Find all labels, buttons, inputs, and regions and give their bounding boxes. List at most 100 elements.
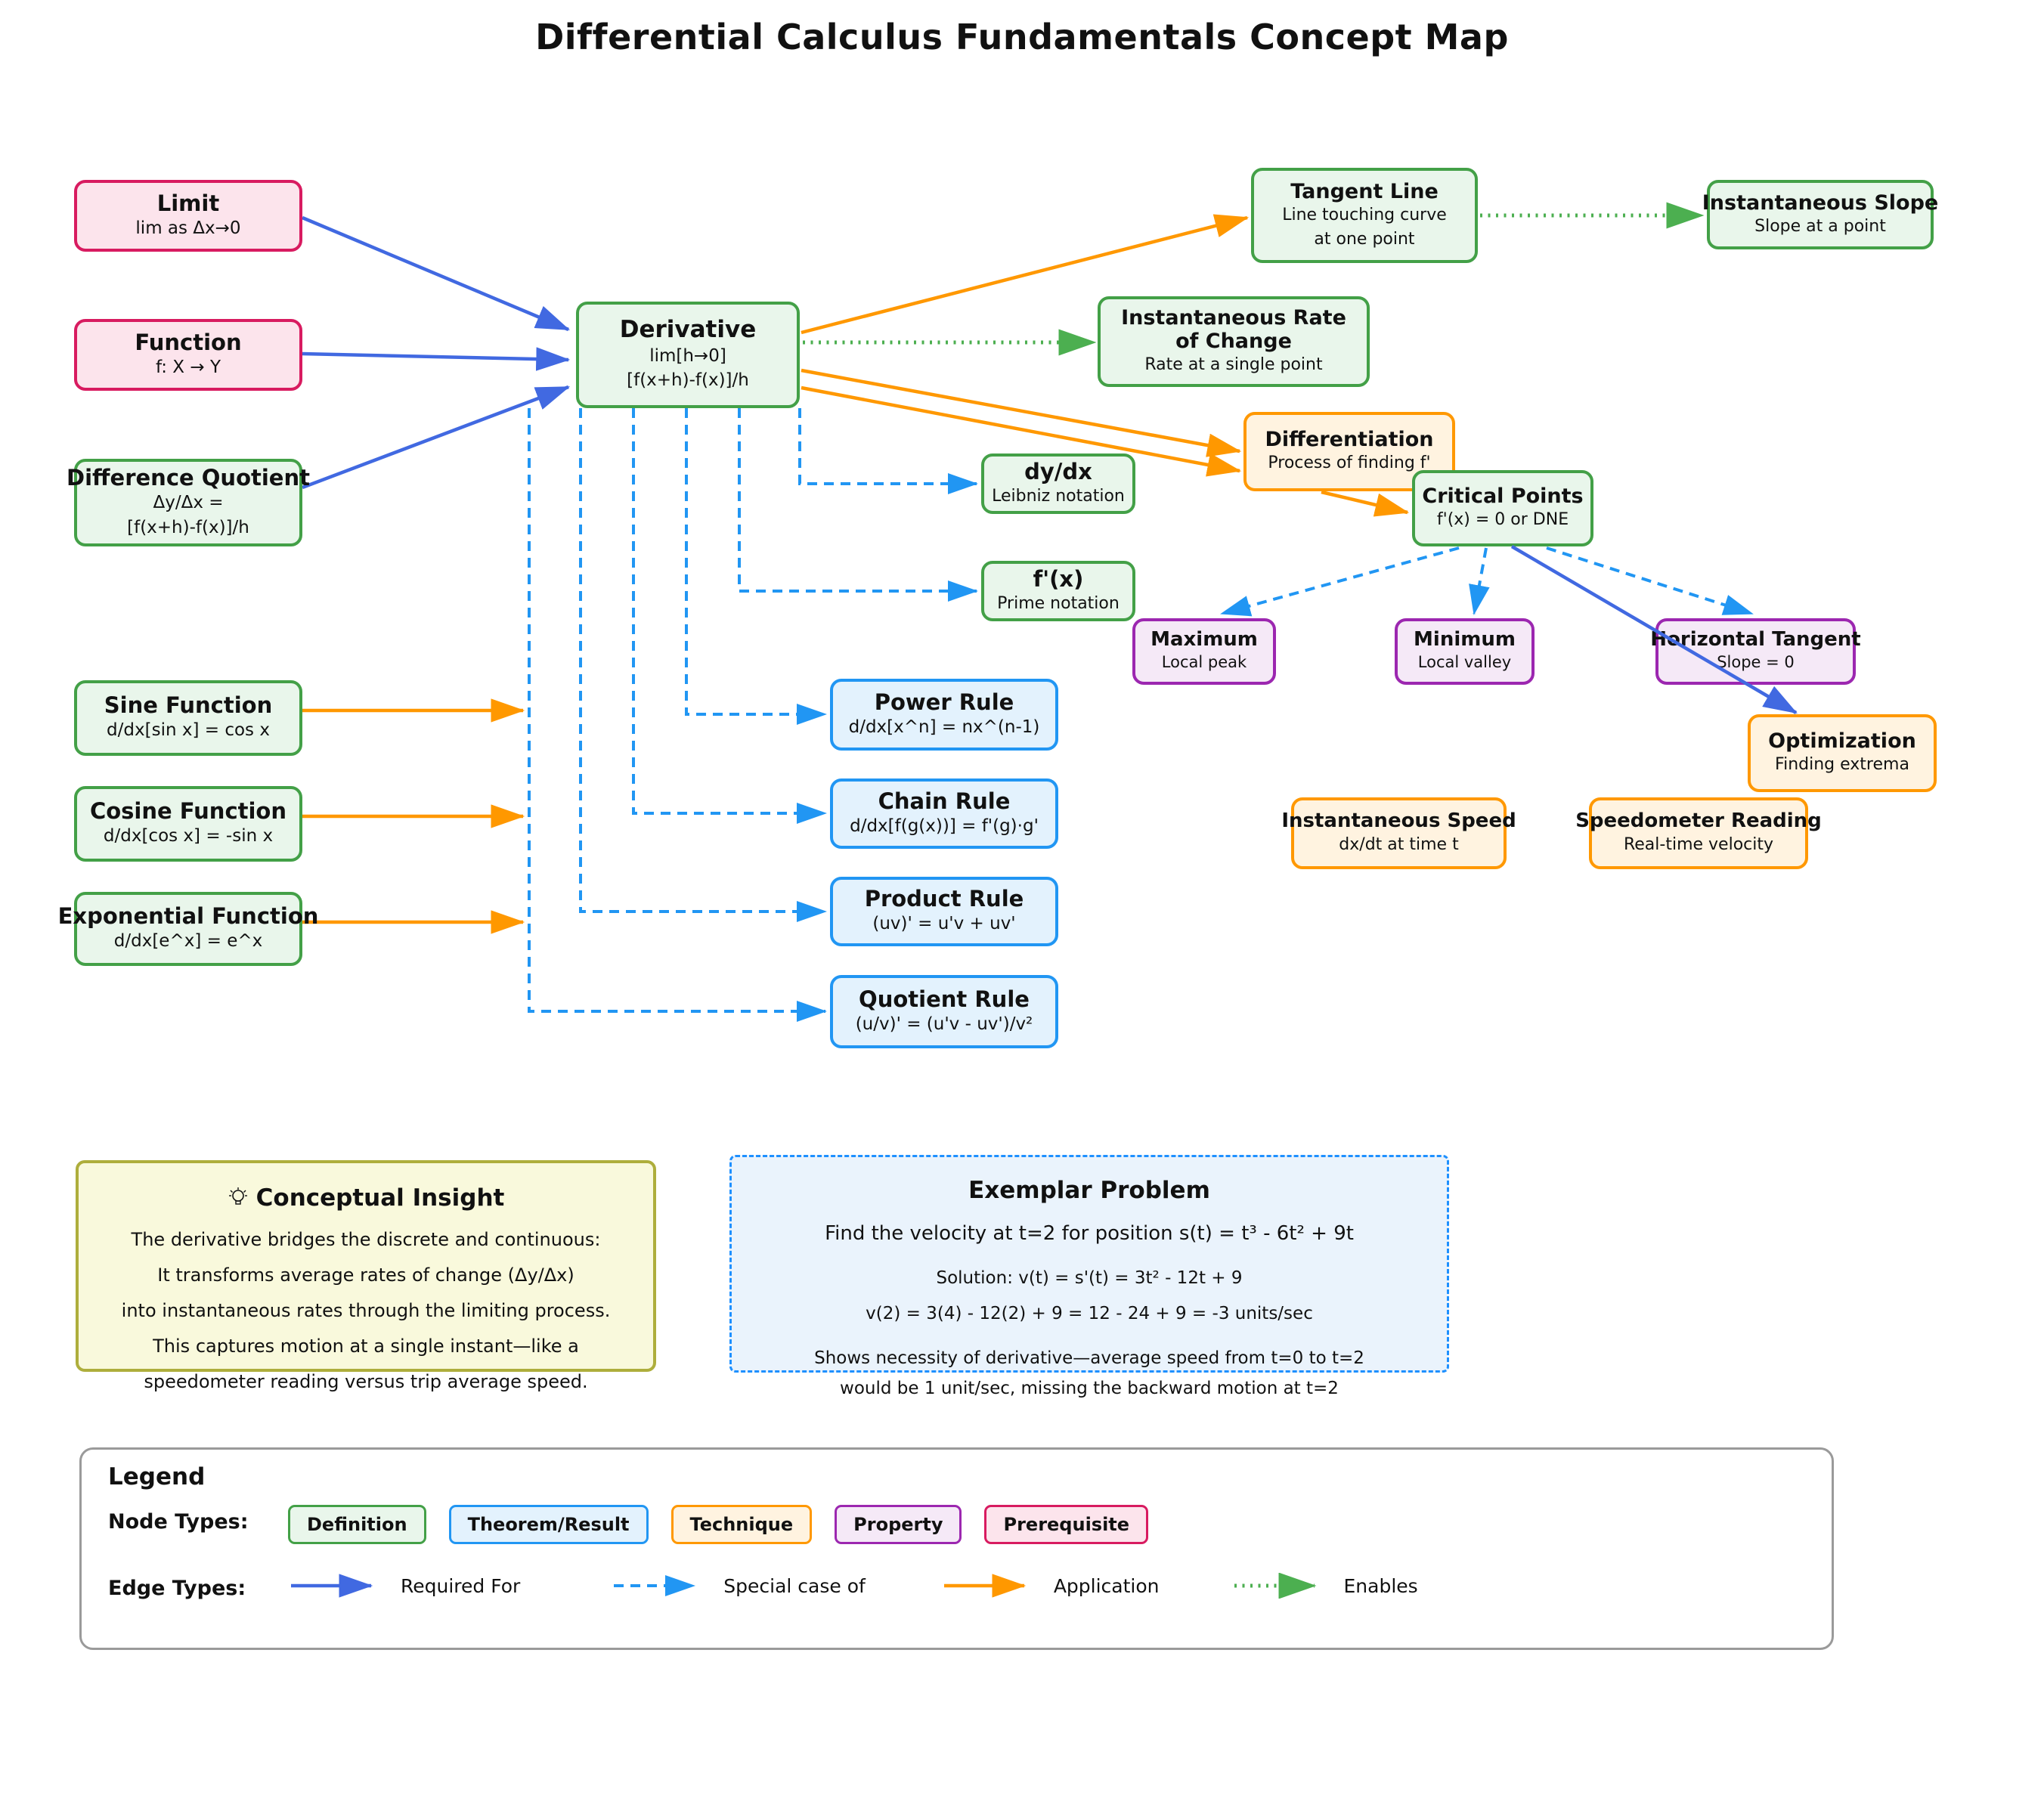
node-quotient-rule: Quotient Rule(u/v)' = (u'v - uv')/v² [830,975,1058,1048]
node-title: of Change [1175,330,1292,354]
node-subtitle: d/dx[x^n] = nx^(n-1) [848,717,1040,737]
node-title: Quotient Rule [859,986,1030,1012]
edge-special-11 [1546,546,1754,615]
exemplar-problem-box: Exemplar Problem Find the velocity at t=… [729,1155,1449,1398]
legend-edge-arrow-required [291,1574,373,1598]
node-title: Power Rule [874,689,1014,715]
node-subtitle: [f(x+h)-f(x)]/h [127,517,249,537]
node-subtitle: lim as Δx→0 [135,218,241,238]
node-title: Tangent Line [1290,180,1439,204]
legend-edge-special: Special case of [611,1573,866,1599]
exemplar-line: Solution: v(t) = s'(t) = 3t² - 12t + 9 [936,1268,1243,1289]
legend-edge-label: Enables [1343,1574,1418,1597]
node-subtitle: (u/v)' = (u'v - uv')/v² [855,1014,1033,1034]
node-title: Instantaneous Rate [1121,306,1346,330]
node-title: Instantaneous Speed [1281,809,1516,832]
node-title: Limit [156,190,220,216]
node-title: Difference Quotient [67,464,310,491]
node-subtitle: [f(x+h)-f(x)]/h [627,370,749,391]
node-title: Sine Function [104,692,273,718]
node-title: Critical Points [1422,484,1584,509]
exemplar-problem-title: Exemplar Problem [968,1177,1210,1204]
node-title: Product Rule [864,886,1024,912]
node-subtitle: Prime notation [997,594,1120,614]
legend-edge-types-label: Edge Types: [108,1577,246,1600]
legend-edge-label: Application [1053,1574,1160,1597]
insight-line: speedometer reading versus trip average … [144,1371,588,1392]
node-subtitle: dx/dt at time t [1339,834,1459,854]
node-subtitle: Real-time velocity [1623,834,1774,854]
exemplar-line: v(2) = 3(4) - 12(2) + 9 = 12 - 24 + 9 = … [866,1304,1313,1324]
edge-special-10 [1469,547,1490,615]
node-subtitle: d/dx[e^x] = e^x [113,931,263,952]
legend-chip-technique: Technique [670,1505,813,1544]
node-subtitle: Local valley [1417,653,1512,672]
edge-required-2 [302,385,571,490]
node-subtitle: Leibniz notation [992,487,1125,506]
insight-line: This captures motion at a single instant… [153,1336,579,1357]
exemplar-line: Find the velocity at t=2 for position s(… [825,1222,1354,1245]
node-title: dy/dx [1024,458,1092,484]
legend-edge-label: Special case of [723,1574,866,1597]
edge-required-1 [302,347,571,371]
exemplar-problem-text: Find the velocity at t=2 for position s(… [732,1221,1447,1401]
node-title: Maximum [1151,628,1258,652]
legend-edge-arrow-enables [1234,1573,1317,1599]
node-subtitle: Line touching curve [1282,206,1447,225]
node-title: f'(x) [1033,565,1084,592]
legend-edge-type-samples: Required For Special case of Application En… [288,1573,1418,1599]
insight-line: into instantaneous rates through the lim… [121,1300,611,1321]
edge-special-3 [798,408,978,494]
node-subtitle: Finding extrema [1775,755,1909,775]
exemplar-line: Shows necessity of derivative—average sp… [814,1348,1364,1369]
edge-special-6 [632,408,827,824]
insight-line: It transforms average rates of change (Δ… [157,1264,574,1286]
legend-chip-prerequisite: Prerequisite [984,1505,1149,1544]
node-title: Minimum [1414,628,1516,652]
edge-required-0 [302,215,571,332]
node-subtitle: (uv)' = u'v + uv' [872,914,1016,934]
legend-chip-property: Property [835,1505,962,1544]
node-prime-notation: f'(x)Prime notation [981,561,1135,621]
legend-edge-enables: Enables [1231,1573,1418,1599]
legend-edge-arrow-special [614,1575,696,1596]
conceptual-insight-title-text: Conceptual Insight [256,1184,505,1212]
node-title: Exponential Function [57,903,319,929]
edge-special-5 [685,408,827,725]
node-subtitle: Local peak [1161,653,1247,672]
node-title: Instantaneous Slope [1702,190,1939,215]
node-subtitle: d/dx[sin x] = cos x [107,720,270,741]
node-title: Derivative [619,316,757,344]
node-subtitle: Process of finding f' [1268,453,1431,473]
node-subtitle: Slope at a point [1754,216,1886,236]
node-title: Function [135,329,242,355]
page-title: Differential Calculus Fundamentals Conce… [535,17,1509,57]
insight-line: The derivative bridges the discrete and … [131,1229,601,1250]
node-subtitle: Slope = 0 [1717,653,1795,672]
node-product-rule: Product Rule(uv)' = u'v + uv' [830,877,1058,946]
node-subtitle: lim[h→0] [649,345,726,366]
legend-chip-theorem: Theorem/Result [448,1505,649,1544]
conceptual-insight-text: The derivative bridges the discrete and … [79,1222,653,1400]
legend-edge-required: Required For [288,1573,520,1599]
node-subtitle: Δy/Δx = [153,493,224,513]
